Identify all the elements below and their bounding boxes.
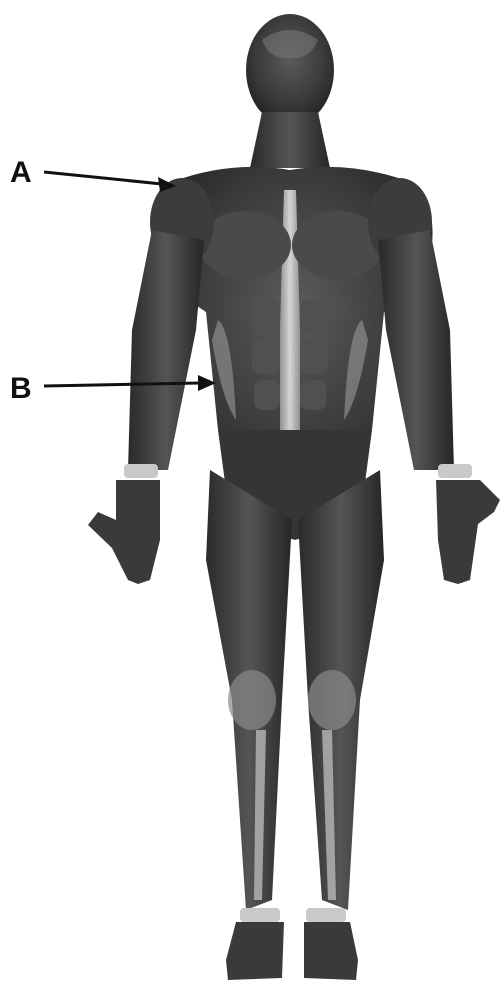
left-hand — [88, 480, 160, 584]
right-arm — [378, 230, 454, 470]
right-wrist-band — [438, 464, 472, 478]
label-b: B — [10, 372, 32, 405]
right-knee — [308, 670, 356, 730]
left-wrist-band — [124, 464, 158, 478]
label-a: A — [10, 156, 32, 189]
muscle-body — [88, 14, 500, 980]
right-foot — [304, 922, 358, 980]
neck — [250, 112, 330, 168]
label-a-group: A — [10, 156, 176, 192]
left-arm — [128, 230, 204, 470]
arrow-a-line — [44, 172, 162, 184]
left-foot — [226, 922, 284, 980]
right-ankle-band — [306, 908, 346, 922]
right-hand — [436, 480, 500, 584]
left-knee — [228, 670, 276, 730]
left-ankle-band — [240, 908, 280, 922]
